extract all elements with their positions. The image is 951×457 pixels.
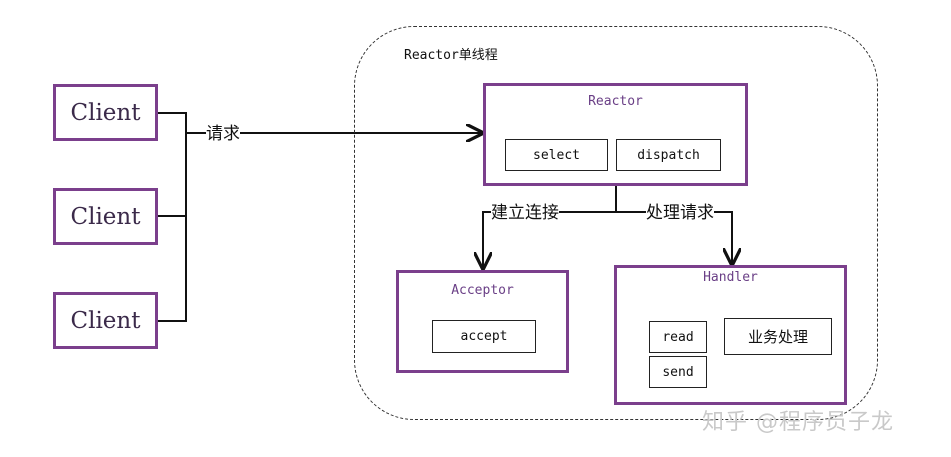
dispatch-method: dispatch	[616, 139, 721, 171]
client-node-3: Client	[53, 292, 158, 349]
accept-arrow	[483, 211, 616, 268]
reactor-node: Reactor select dispatch	[483, 83, 748, 186]
reactor-thread-boundary	[354, 26, 878, 420]
watermark: 知乎 @程序员子龙	[702, 410, 894, 435]
read-method: read	[649, 321, 707, 353]
handler-title: Handler	[703, 270, 758, 285]
accept-method: accept	[432, 320, 536, 353]
handle-edge-label: 处理请求	[646, 203, 714, 223]
thread-label: Reactor单线程	[404, 48, 498, 63]
reactor-title: Reactor	[588, 94, 643, 109]
request-label: 请求	[206, 124, 240, 144]
client-node-1: Client	[53, 84, 158, 141]
business-logic: 业务处理	[724, 318, 832, 355]
accept-edge-label: 建立连接	[491, 203, 559, 223]
handler-node: Handler read send 业务处理	[614, 265, 847, 405]
client-bracket-line	[158, 112, 187, 322]
select-method: select	[505, 139, 608, 171]
send-method: send	[649, 356, 707, 388]
acceptor-node: Acceptor accept	[396, 270, 569, 373]
acceptor-title: Acceptor	[451, 283, 514, 298]
client-node-2: Client	[53, 188, 158, 245]
